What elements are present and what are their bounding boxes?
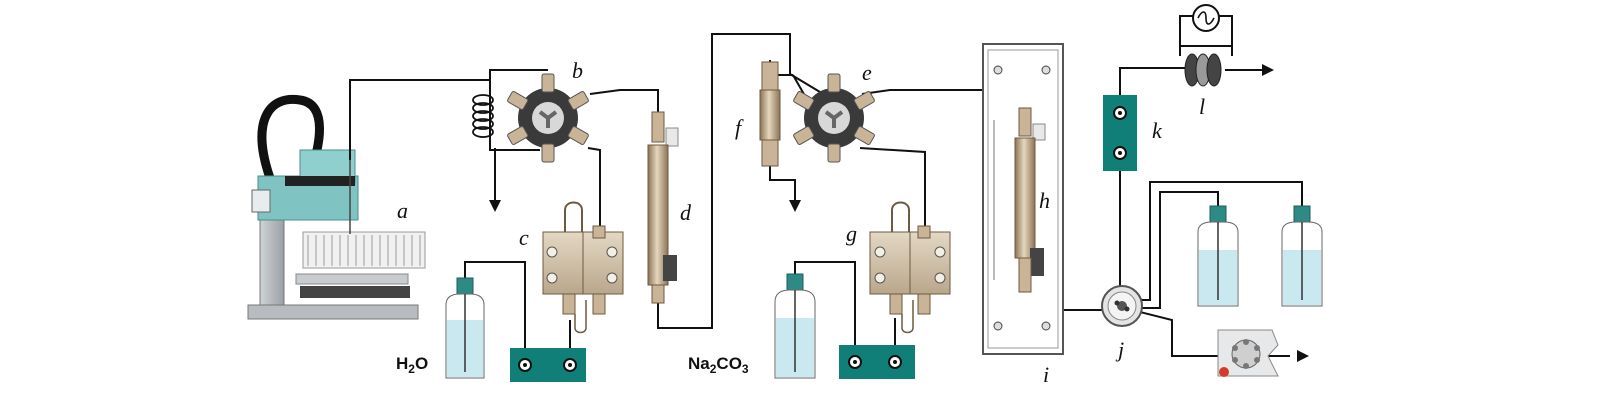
pump-c [542, 201, 624, 334]
label-b: b [572, 58, 583, 83]
eluent-bottle-right [1281, 205, 1323, 307]
pump-g [869, 201, 951, 334]
conductivity-detector-l [1179, 4, 1233, 87]
valve-e [793, 73, 875, 163]
reagent-labels: H2O Na2CO3 [396, 354, 749, 376]
switching-valve-j [1101, 285, 1143, 327]
label-a: a [397, 198, 408, 223]
component-labels: a b c d e f g h i j k l [397, 58, 1205, 387]
label-e: e [862, 60, 872, 85]
flow-arrows [489, 64, 1309, 362]
fraction-collector [1217, 329, 1279, 377]
label-j: j [1115, 337, 1124, 362]
water-bottle [445, 277, 485, 379]
label-f: f [735, 115, 744, 140]
label-l: l [1199, 94, 1205, 119]
detector-panel-k [1103, 95, 1137, 171]
sample-rack [302, 231, 426, 269]
label-d: d [680, 200, 692, 225]
suppressor-column-f [759, 61, 781, 167]
degasser-panel-left [510, 348, 586, 382]
guard-column-d [647, 111, 679, 304]
sample-loop-coil [472, 94, 494, 138]
eluent-bottle-left [1197, 205, 1239, 307]
water-label: H2O [396, 354, 428, 376]
label-i: i [1043, 362, 1049, 387]
label-c: c [519, 225, 529, 250]
carbonate-bottle [774, 273, 816, 379]
label-h: h [1039, 188, 1050, 213]
label-k: k [1152, 118, 1163, 143]
label-g: g [846, 221, 857, 246]
sodium-carbonate-label: Na2CO3 [688, 354, 749, 376]
injection-valve-b [507, 73, 589, 163]
tubing [349, 33, 1303, 360]
degasser-panel-right [839, 345, 915, 379]
analytical-column-h [1014, 107, 1046, 293]
autosampler [247, 94, 426, 320]
